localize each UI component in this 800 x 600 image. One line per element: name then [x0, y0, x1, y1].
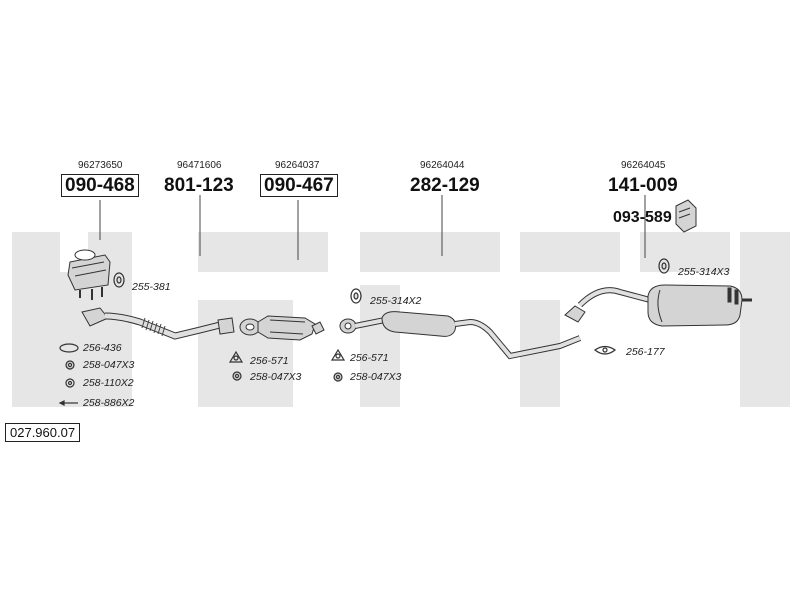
rubber-mount-icon [350, 288, 362, 304]
accessory-label[interactable]: 258-047X3 [250, 371, 302, 383]
bracket-part [675, 199, 697, 233]
gasket-icon [593, 345, 617, 355]
part-number[interactable]: 090-467 [260, 174, 338, 197]
nut-icon [333, 372, 343, 382]
nut-icon [65, 360, 75, 370]
part-number[interactable]: 141-009 [608, 175, 678, 196]
front-pipe-part [81, 307, 235, 340]
accessory-label[interactable]: 258-110X2 [83, 377, 134, 389]
accessory-label[interactable]: 256-177 [626, 346, 665, 358]
rubber-mount-icon [113, 272, 125, 288]
part-number[interactable]: 282-129 [410, 175, 480, 196]
catalytic-converter-part [239, 315, 325, 341]
part-number[interactable]: 801-123 [164, 175, 234, 196]
manifold-catalyst-part [67, 249, 111, 300]
centre-silencer-part [339, 311, 582, 360]
accessory-label[interactable]: 255-314X3 [678, 266, 730, 278]
part-number[interactable]: 093-589 [613, 209, 672, 226]
rubber-mount-icon [658, 258, 670, 274]
gasket-icon [330, 348, 346, 361]
oem-number: 96471606 [177, 160, 222, 171]
accessory-label[interactable]: 256-571 [250, 355, 289, 367]
rear-silencer-part [564, 284, 752, 327]
oem-number: 96264045 [621, 160, 666, 171]
accessory-label[interactable]: 258-047X3 [350, 371, 402, 383]
oem-number: 96273650 [78, 160, 123, 171]
washer-icon [65, 378, 75, 388]
accessory-label[interactable]: 256-571 [350, 352, 389, 364]
gasket-icon [228, 350, 244, 363]
gasket-icon [59, 343, 79, 353]
catalog-number: 027.960.07 [5, 423, 81, 442]
part-number[interactable]: 090-468 [61, 174, 139, 197]
accessory-label[interactable]: 258-886X2 [83, 397, 135, 409]
stud-icon [58, 400, 78, 406]
oem-number: 96264044 [420, 160, 465, 171]
accessory-label[interactable]: 258-047X3 [83, 359, 135, 371]
accessory-label[interactable]: 256-436 [83, 342, 122, 354]
nut-icon [232, 371, 242, 381]
accessory-icons [58, 258, 670, 406]
oem-number: 96264037 [275, 160, 320, 171]
accessory-label[interactable]: 255-381 [132, 281, 171, 293]
leader-lines [99, 195, 646, 260]
accessory-label[interactable]: 255-314X2 [370, 295, 422, 307]
